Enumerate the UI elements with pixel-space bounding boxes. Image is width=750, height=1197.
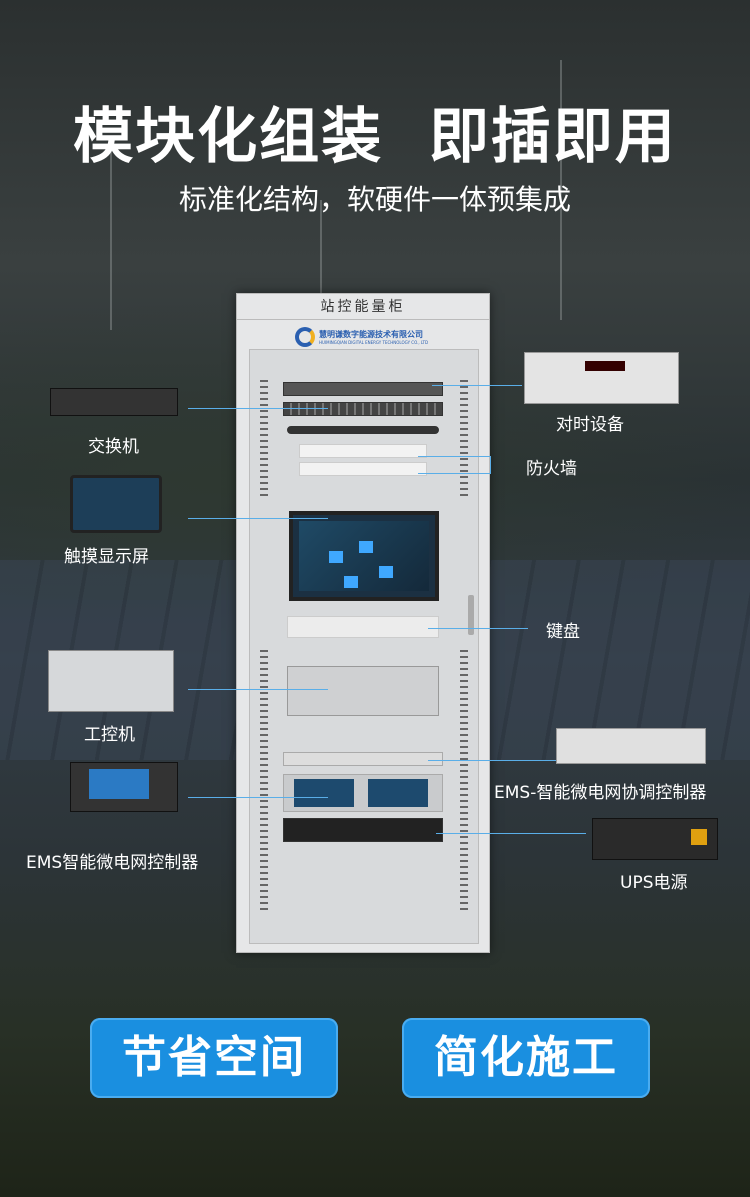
- cabinet-name: 站控能量柜: [237, 294, 489, 320]
- switch-image: [50, 388, 178, 416]
- label-ems-coord: EMS-智能微电网协调控制器: [494, 783, 707, 803]
- label-touch-screen: 触摸显示屏: [64, 547, 149, 567]
- company-name-en: HUIMINGQIAN DIGITAL ENERGY TECHNOLOGY CO…: [319, 340, 429, 345]
- label-switch: 交换机: [88, 437, 139, 457]
- switch-unit: [283, 402, 443, 416]
- label-firewall: 防火墙: [526, 459, 577, 479]
- save-space-button[interactable]: 节省空间: [90, 1018, 338, 1098]
- connector-line: [188, 689, 328, 690]
- connector-line: [428, 628, 528, 629]
- firewall-unit-1: [299, 444, 427, 458]
- logo-icon: [295, 327, 315, 347]
- time-sync-image: [524, 352, 679, 404]
- touch-screen-image: [70, 475, 162, 533]
- label-ipc: 工控机: [84, 725, 135, 745]
- ups-image: [592, 818, 718, 860]
- ems-coord-unit: [283, 752, 443, 766]
- label-ems-controller: EMS智能微电网控制器: [26, 853, 199, 873]
- ups-unit: [283, 818, 443, 842]
- ems-controller-image: [70, 762, 178, 812]
- ipc-image: [48, 650, 174, 712]
- connector-line: [436, 833, 586, 834]
- label-time-sync: 对时设备: [556, 415, 624, 435]
- vent: [260, 650, 268, 910]
- connector-line: [428, 760, 556, 761]
- cabinet-door: [249, 349, 479, 944]
- simplify-construction-button[interactable]: 简化施工: [402, 1018, 650, 1098]
- vent: [460, 380, 468, 500]
- wind-turbine: [110, 150, 112, 330]
- vent: [260, 380, 268, 500]
- label-keyboard: 键盘: [546, 622, 580, 642]
- company-logo: 慧明谦数字能源技术有限公司 HUIMINGQIAN DIGITAL ENERGY…: [295, 327, 428, 347]
- touch-screen-display[interactable]: [289, 511, 439, 601]
- vent: [460, 650, 468, 910]
- ems-controller-unit: [283, 774, 443, 812]
- blank-panel: [287, 426, 439, 434]
- connector-line: [188, 408, 328, 409]
- page-title: 模块化组装 即插即用: [73, 102, 677, 172]
- connector-line: [418, 456, 490, 457]
- wind-turbine: [320, 200, 322, 320]
- ems-coord-image: [556, 728, 706, 764]
- company-name-cn: 慧明谦数字能源技术有限公司: [319, 330, 423, 339]
- connector-line: [188, 518, 328, 519]
- wind-turbine: [560, 60, 562, 320]
- cabinet: 站控能量柜 慧明谦数字能源技术有限公司 HUIMINGQIAN DIGITAL …: [236, 293, 490, 953]
- time-sync-unit: [283, 382, 443, 396]
- connector-line: [432, 385, 522, 386]
- ipc-unit: [287, 666, 439, 716]
- page-subtitle: 标准化结构，软硬件一体预集成: [178, 183, 571, 216]
- connector-line: [188, 797, 328, 798]
- connector-line: [418, 473, 490, 474]
- firewall-unit-2: [299, 462, 427, 476]
- door-handle[interactable]: [468, 595, 474, 635]
- keyboard-drawer[interactable]: [287, 616, 439, 638]
- bracket: [490, 456, 491, 474]
- label-ups: UPS电源: [620, 873, 688, 893]
